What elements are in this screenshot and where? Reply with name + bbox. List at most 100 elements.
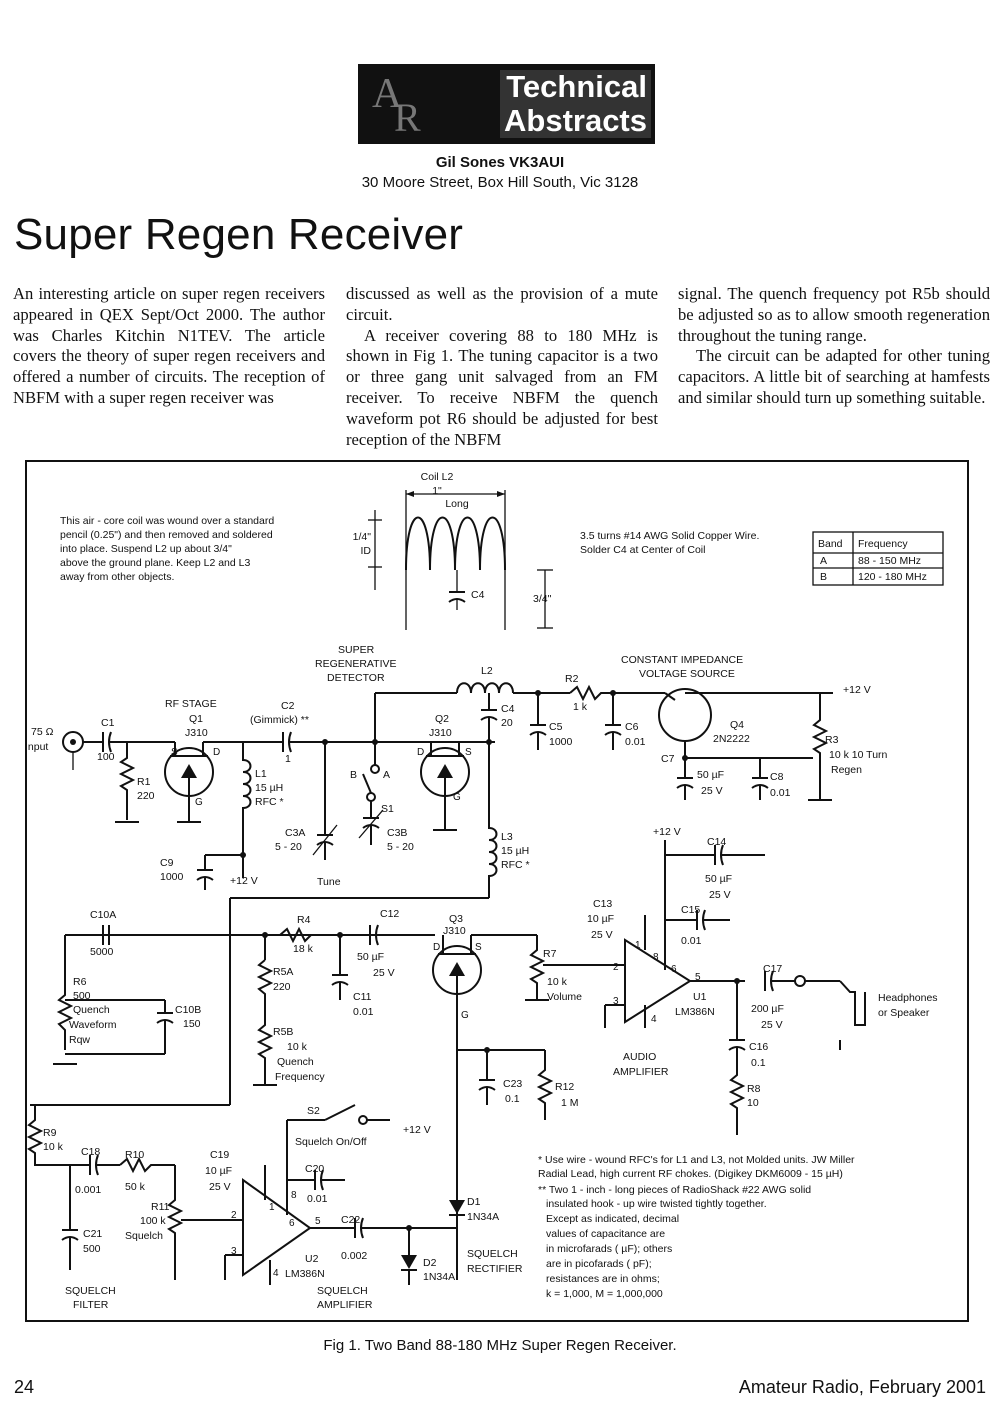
svg-text:+12 V: +12 V	[843, 684, 871, 696]
svg-text:C23: C23	[503, 1078, 522, 1090]
coil-note-line: away from other objects.	[60, 571, 174, 583]
svg-text:U2: U2	[305, 1253, 319, 1265]
svg-text:25 V: 25 V	[701, 785, 723, 797]
svg-text:1000: 1000	[160, 871, 184, 883]
svg-text:50 µF: 50 µF	[697, 769, 724, 781]
svg-text:R9: R9	[43, 1127, 57, 1139]
svg-text:25 V: 25 V	[373, 967, 395, 979]
coil-note-line: into place. Suspend L2 up about 3/4"	[60, 543, 232, 555]
svg-text:FILTER: FILTER	[73, 1299, 109, 1311]
svg-text:R10: R10	[125, 1149, 144, 1161]
svg-text:RFC *: RFC *	[255, 796, 284, 808]
svg-text:Coil L2: Coil L2	[421, 471, 454, 483]
svg-text:SQUELCH: SQUELCH	[65, 1285, 116, 1297]
paragraph: The circuit can be adapted for other tun…	[678, 346, 990, 407]
page-number: 24	[14, 1377, 35, 1397]
svg-text:6: 6	[671, 964, 677, 975]
svg-text:C3B: C3B	[387, 827, 407, 839]
author-name: Gil Sones VK3AUI	[435, 154, 565, 171]
band-table-header: Band	[818, 538, 843, 550]
svg-text:R1: R1	[137, 776, 151, 788]
svg-text:C7: C7	[661, 753, 675, 765]
svg-text:L2: L2	[481, 665, 493, 677]
coil-note-line: above the ground plane. Keep L2 and L3	[60, 557, 250, 569]
svg-text:3: 3	[613, 996, 619, 1007]
svg-text:Frequency: Frequency	[275, 1071, 325, 1083]
svg-text:C3A: C3A	[285, 827, 305, 839]
svg-text:15 µH: 15 µH	[255, 782, 283, 794]
svg-text:G: G	[461, 1010, 469, 1021]
svg-text:100 k: 100 k	[140, 1215, 166, 1227]
svg-text:Q1: Q1	[189, 713, 203, 725]
svg-text:G: G	[195, 797, 203, 808]
svg-text:1/4": 1/4"	[353, 531, 372, 543]
svg-text:S: S	[171, 747, 178, 758]
speaker-symbol	[839, 980, 866, 1026]
svg-text:Volume: Volume	[547, 991, 582, 1003]
svg-text:C1: C1	[101, 717, 115, 729]
input-label: Input	[25, 741, 48, 753]
band-table-cell: A	[820, 555, 827, 567]
note-line: Except as indicated, decimal	[546, 1213, 679, 1225]
svg-text:2N2222: 2N2222	[713, 733, 750, 745]
svg-text:5: 5	[315, 1216, 321, 1227]
svg-text:Quench: Quench	[73, 1004, 110, 1016]
svg-text:U1: U1	[693, 991, 707, 1003]
svg-text:10 k: 10 k	[547, 976, 568, 988]
svg-text:Waveform: Waveform	[69, 1019, 117, 1031]
svg-text:C5: C5	[549, 721, 563, 733]
svg-text:C15: C15	[681, 904, 700, 916]
svg-text:C11: C11	[353, 991, 372, 1003]
svg-text:0.01: 0.01	[625, 736, 646, 748]
svg-text:LM386N: LM386N	[675, 1006, 715, 1018]
note-line: resistances are in ohms;	[546, 1273, 660, 1285]
svg-text:D2: D2	[423, 1257, 437, 1269]
svg-text:2: 2	[613, 962, 619, 973]
note-line: Radial Lead, high current RF chokes. (Di…	[538, 1168, 843, 1180]
svg-text:R5A: R5A	[273, 966, 293, 978]
svg-text:AMPLIFIER: AMPLIFIER	[613, 1066, 669, 1078]
svg-text:25 V: 25 V	[209, 1181, 231, 1193]
svg-text:R8: R8	[747, 1083, 761, 1095]
svg-text:R2: R2	[565, 673, 579, 685]
svg-text:1000: 1000	[549, 736, 573, 748]
svg-text:10 k 10 Turn: 10 k 10 Turn	[829, 749, 888, 761]
svg-text:0.001: 0.001	[75, 1184, 101, 1196]
svg-text:100: 100	[97, 751, 115, 763]
svg-text:C10B: C10B	[175, 1004, 201, 1016]
svg-text:C2: C2	[281, 700, 295, 712]
band-table-cell: 88 - 150 MHz	[858, 555, 921, 567]
svg-text:Regen: Regen	[831, 764, 862, 776]
band-table: Band Frequency A 88 - 150 MHz B 120 - 18…	[812, 531, 944, 586]
svg-text:Long: Long	[445, 498, 469, 510]
coil-note-line: pencil (0.25") and then removed and sold…	[60, 529, 273, 541]
paragraph: An interesting article on super regen re…	[13, 284, 325, 407]
note-line: k = 1,000, M = 1,000,000	[546, 1288, 663, 1300]
svg-text:50 µF: 50 µF	[357, 951, 384, 963]
svg-text:C4: C4	[471, 589, 485, 601]
author-block: Gil Sones VK3AUI 30 Moore Street, Box Hi…	[0, 153, 1000, 193]
svg-text:G: G	[453, 792, 461, 803]
svg-text:C19: C19	[210, 1149, 229, 1161]
svg-text:25 V: 25 V	[709, 889, 731, 901]
svg-text:0.01: 0.01	[770, 787, 791, 799]
input-label: 75 Ω	[31, 726, 54, 738]
svg-text:Squelch: Squelch	[125, 1230, 163, 1242]
svg-text:0.1: 0.1	[505, 1093, 520, 1105]
svg-text:R7: R7	[543, 948, 557, 960]
svg-text:Squelch On/Off: Squelch On/Off	[295, 1136, 367, 1148]
svg-text:50 µF: 50 µF	[705, 873, 732, 885]
svg-text:1 M: 1 M	[561, 1097, 579, 1109]
publication-footer: Amateur Radio, February 2001	[738, 1377, 986, 1397]
svg-text:S2: S2	[307, 1105, 320, 1117]
svg-text:10 µF: 10 µF	[205, 1165, 232, 1177]
article-title: Super Regen Receiver	[14, 210, 464, 259]
svg-text:1 k: 1 k	[573, 701, 588, 713]
svg-text:(Gimmick) **: (Gimmick) **	[250, 714, 309, 726]
svg-text:VOLTAGE SOURCE: VOLTAGE SOURCE	[639, 668, 735, 680]
paragraph: discussed as well as the provision of a …	[346, 284, 658, 324]
svg-text:1: 1	[269, 1202, 275, 1213]
svg-text:500: 500	[73, 990, 91, 1002]
coil-note-line: This air - core coil was wound over a st…	[60, 515, 274, 527]
svg-text:1: 1	[635, 940, 641, 951]
